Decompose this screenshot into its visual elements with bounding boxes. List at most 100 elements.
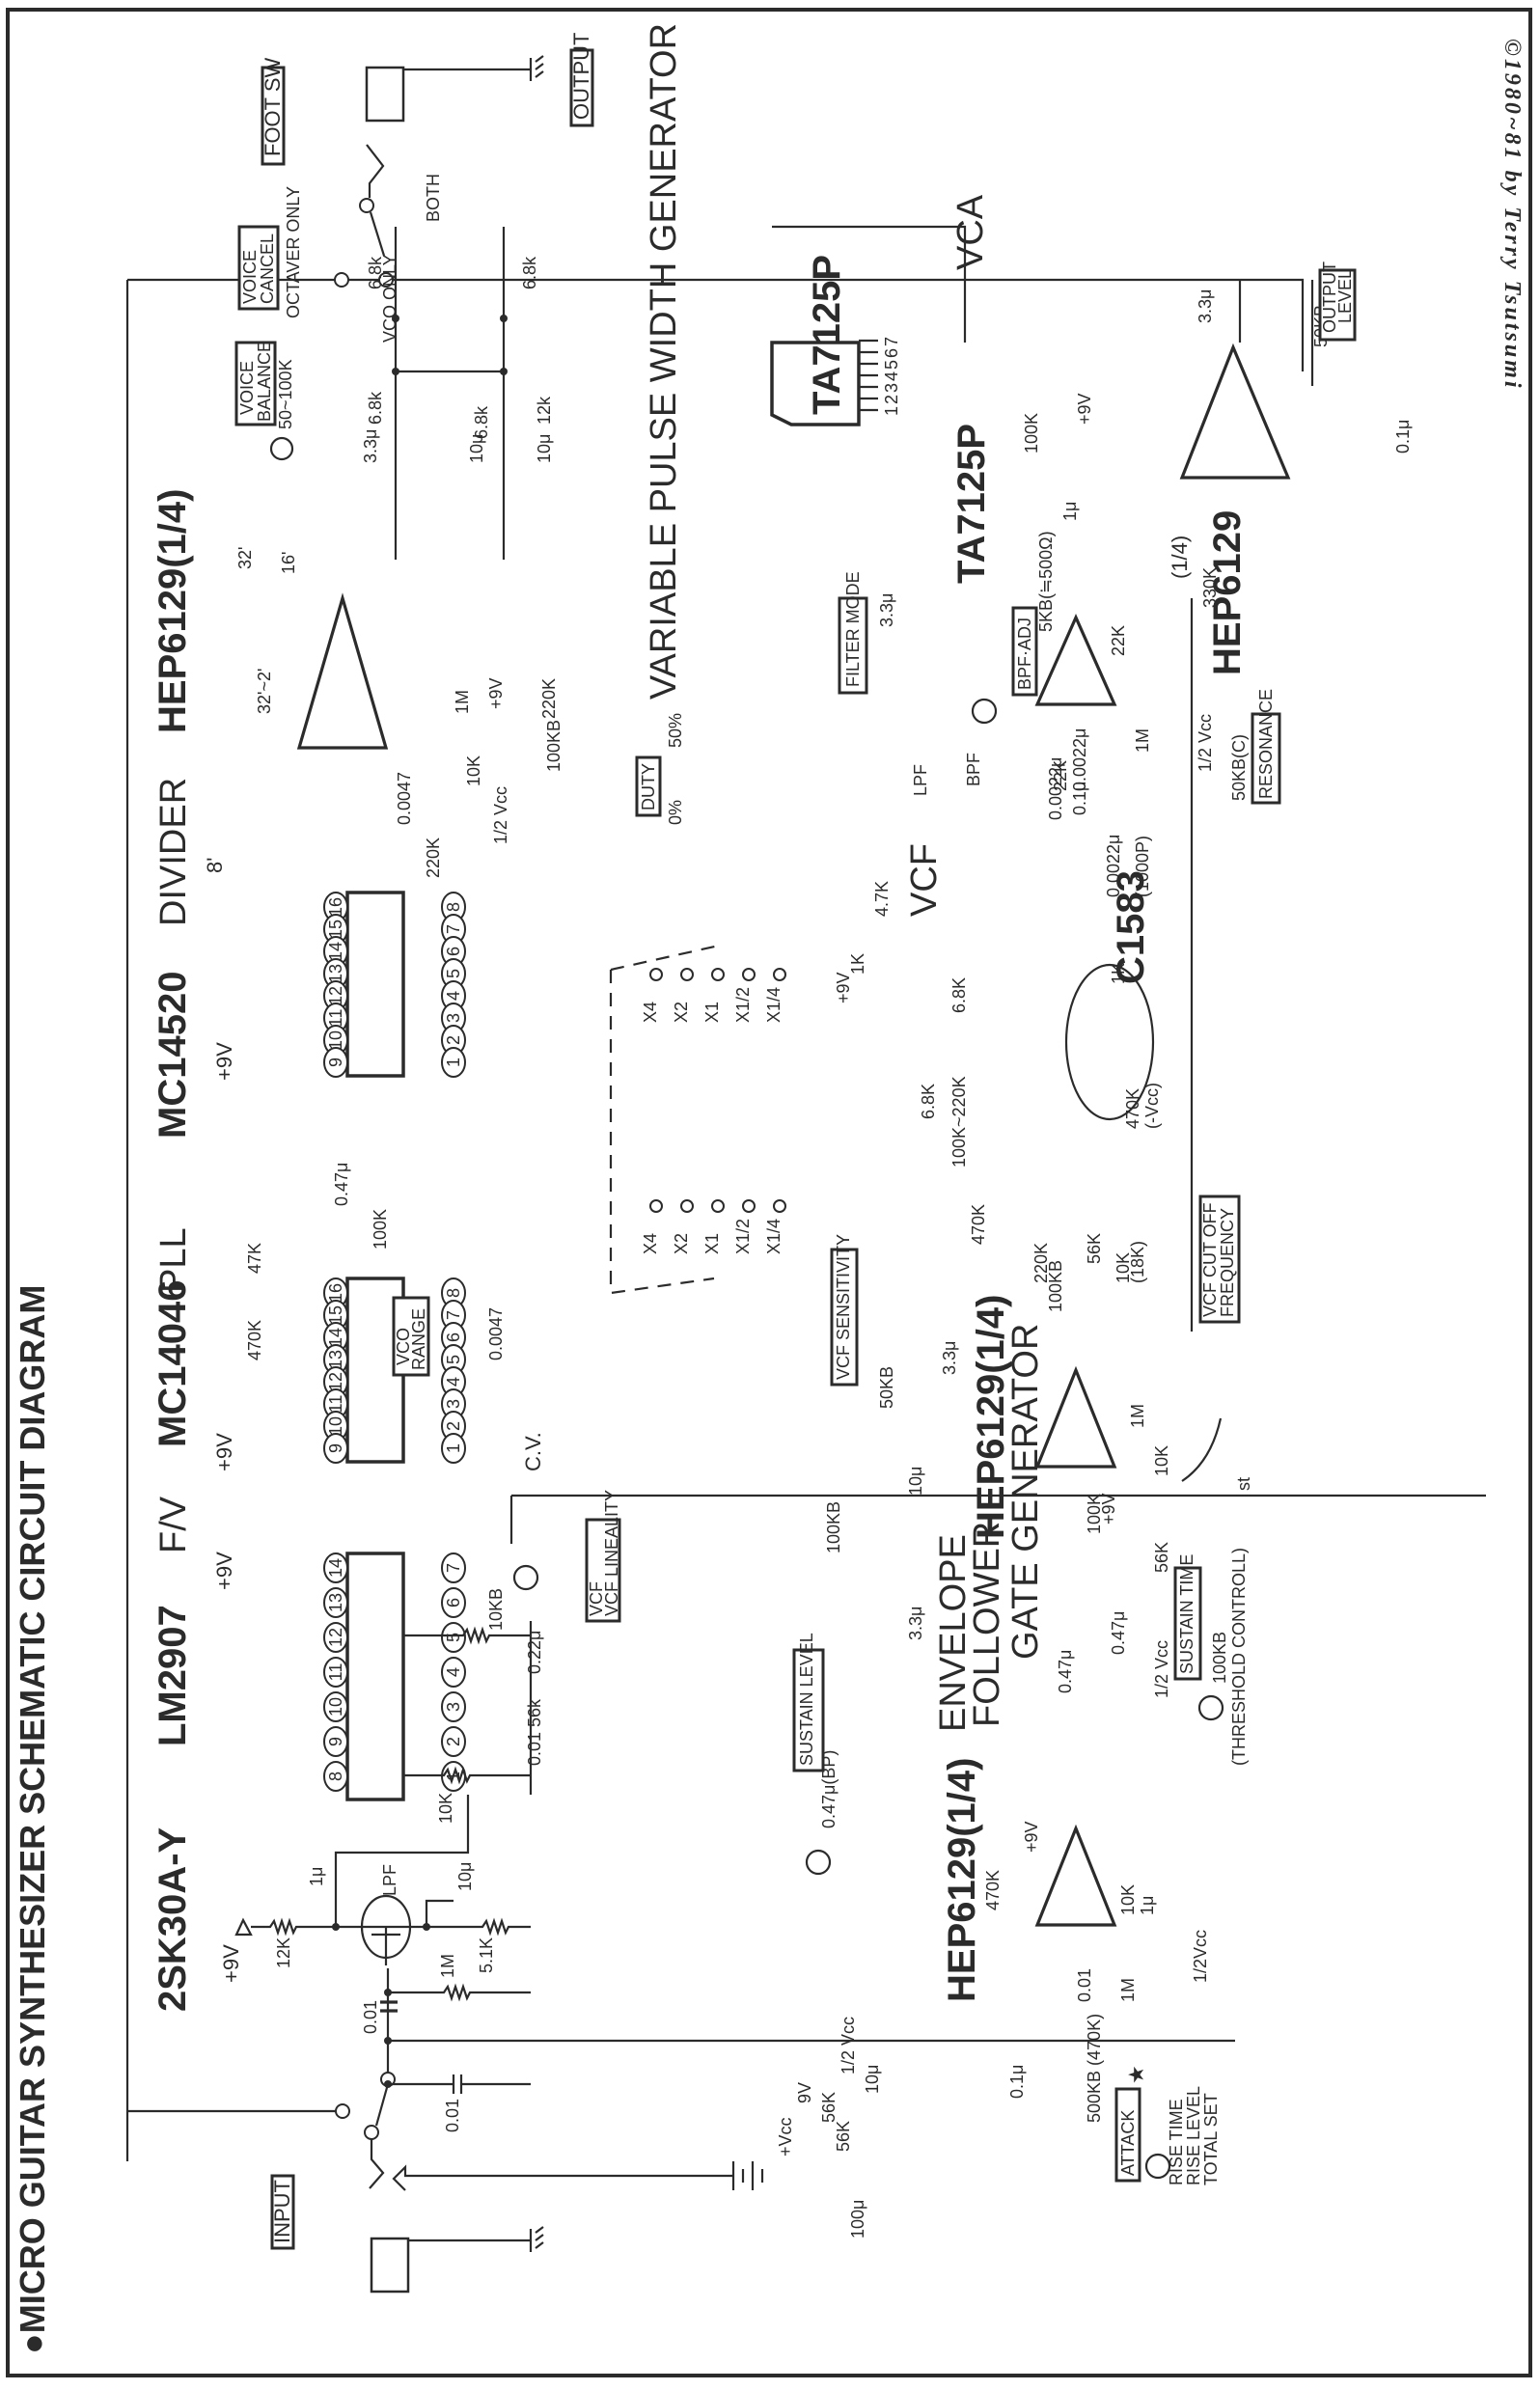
component-label: OUTPUT: [1320, 261, 1339, 333]
ic-pin-number: 10: [326, 1697, 345, 1717]
attack-label: ATTACK: [1118, 2110, 1138, 2176]
component-label: 10μ: [863, 2065, 882, 2094]
ic-pin-number: 15: [326, 1305, 345, 1325]
component-label: +9V: [212, 1042, 236, 1081]
vcf-cutoff: 470K 220K 56K 100KB 10K (18K) VCF CUT OF…: [969, 1195, 1241, 1324]
component-label: 1/2Vcc: [1191, 1930, 1210, 1983]
voice-cancel-box: [237, 225, 280, 311]
component-label: VCF: [587, 1581, 606, 1616]
component-label: +9V: [1022, 1821, 1041, 1853]
component-label: 22K: [1109, 625, 1128, 656]
switch-contact[interactable]: [742, 1199, 756, 1213]
wire: [426, 1917, 531, 1937]
component-label: FREQUENCY: [1218, 1208, 1237, 1317]
output-level-box: [1318, 268, 1357, 342]
component-label: 0.0047: [395, 772, 414, 825]
ic-pin: [323, 1047, 348, 1078]
ic-pin-number: 7: [444, 924, 463, 934]
ic-pin-number: 12: [326, 1628, 345, 1647]
ic-pin: [441, 1552, 466, 1583]
ic-pin: [323, 1587, 348, 1618]
component-label: 220K: [1031, 1243, 1051, 1283]
component-label: TA7125P: [806, 255, 848, 415]
component-label: FOLLOWER: [967, 1522, 1007, 1727]
component-label: 0.0022μ: [1070, 728, 1089, 791]
input-label: INPUT: [270, 2180, 294, 2243]
vco-range-option: X4: [641, 1233, 660, 1254]
ic-pin: [441, 1587, 466, 1618]
lm2907-part-label: LM2907: [151, 1605, 194, 1746]
ic-pin-number: 6: [444, 947, 463, 956]
component-label: 0.01: [361, 2000, 380, 2034]
foot-switch[interactable]: FOOT SW: [261, 58, 394, 288]
wire: [403, 1626, 531, 1645]
component-label: 100KB: [1046, 1260, 1065, 1312]
component-label: 0.0022μ: [1046, 757, 1065, 820]
opamp-pwg-icon: [296, 592, 389, 750]
component-label: 10KB: [486, 1588, 506, 1631]
component-label: 100K: [371, 1209, 390, 1250]
component-label: 1M: [453, 690, 472, 714]
component-label: 32': [235, 547, 255, 569]
wire: [261, 1917, 333, 1937]
component-label: 1/2 Vcc: [1196, 714, 1215, 772]
switch-contact[interactable]: [773, 968, 786, 981]
ic-pin-number: 1: [444, 1058, 463, 1067]
component-label: 100K: [1085, 1494, 1104, 1534]
ic-pin: [441, 1047, 466, 1078]
vcf-lineality-label: VCF LINEALITY: [602, 1490, 621, 1616]
switch-contact[interactable]: [711, 1199, 725, 1213]
vco-range-option: X1/2: [733, 987, 753, 1023]
ic-pin-number: 16: [326, 1283, 345, 1303]
vco-range-option: X2: [672, 1233, 691, 1254]
power-supply: +Vcc 9V 56K 56K 1/2 Vcc 10μ 100μ: [675, 2017, 882, 2239]
component-label: 1M: [1133, 728, 1152, 753]
cv-label: C.V.: [521, 1432, 545, 1471]
component-label: (1/4): [1168, 536, 1192, 579]
ic-pin-number: 9: [326, 1443, 345, 1453]
mc14046-part-label: MC14046: [151, 1280, 194, 1447]
ic-pin-number: 7: [882, 337, 901, 346]
component-label: 1M: [1128, 1404, 1147, 1428]
component-label: (18K): [1128, 1241, 1147, 1283]
filter-mode-label: FILTER MODE: [843, 571, 863, 687]
component-label: (THRESHOLD CONTROLL): [1229, 1548, 1249, 1766]
component-label: CANCEL: [258, 234, 277, 304]
switch-contact[interactable]: [773, 1199, 786, 1213]
duty-box: [635, 755, 662, 817]
component-label: 4.7K: [872, 881, 892, 917]
wire: [374, 2083, 390, 2127]
switch-contact[interactable]: [742, 968, 756, 981]
output-label: OUTPUT: [569, 33, 593, 120]
opamp-gate-icon: [1034, 1365, 1117, 1469]
ic-pin-number: 13: [326, 964, 345, 983]
junction: [364, 2125, 379, 2140]
component-label: LPF: [911, 764, 930, 796]
component-label: OCTAVER ONLY: [284, 186, 303, 318]
component-label: 3.3μ: [906, 1607, 925, 1640]
component-label: 100μ: [848, 2200, 867, 2239]
trimmer-icon: [971, 698, 998, 725]
output-wire: [338, 278, 1305, 371]
output-jack: OUTPUT: [365, 33, 594, 127]
vco-range-option: X1/2: [733, 1219, 753, 1254]
switch-contact[interactable]: [649, 1199, 663, 1213]
switch-contact[interactable]: [711, 968, 725, 981]
ic-pin-number: 12: [326, 1372, 345, 1391]
switch-contact[interactable]: [649, 968, 663, 981]
ic-pin-number: 14: [326, 942, 345, 961]
pulse-width-generator: HEP6129(1/4) 32'~2' 32' 16' 0.0047 220K …: [151, 23, 685, 878]
wire: [425, 1899, 454, 1927]
ic-pin-number: 5: [444, 1355, 463, 1364]
switch-contact[interactable]: [680, 968, 694, 981]
component-label: 5KB(≒500Ω): [1036, 531, 1056, 632]
vcf-section: FILTER MODE LPF BPF VCF 4.7K 3.3μ +9V 1K…: [834, 510, 1281, 1332]
gate-generator: GATE GENERATOR 1M 10K 100K 56K 0.47μ 0.4…: [1005, 1324, 1253, 1766]
component-label: +9V: [1075, 393, 1094, 425]
switch-contact[interactable]: [680, 1199, 694, 1213]
component-label: +9V: [212, 1552, 236, 1590]
